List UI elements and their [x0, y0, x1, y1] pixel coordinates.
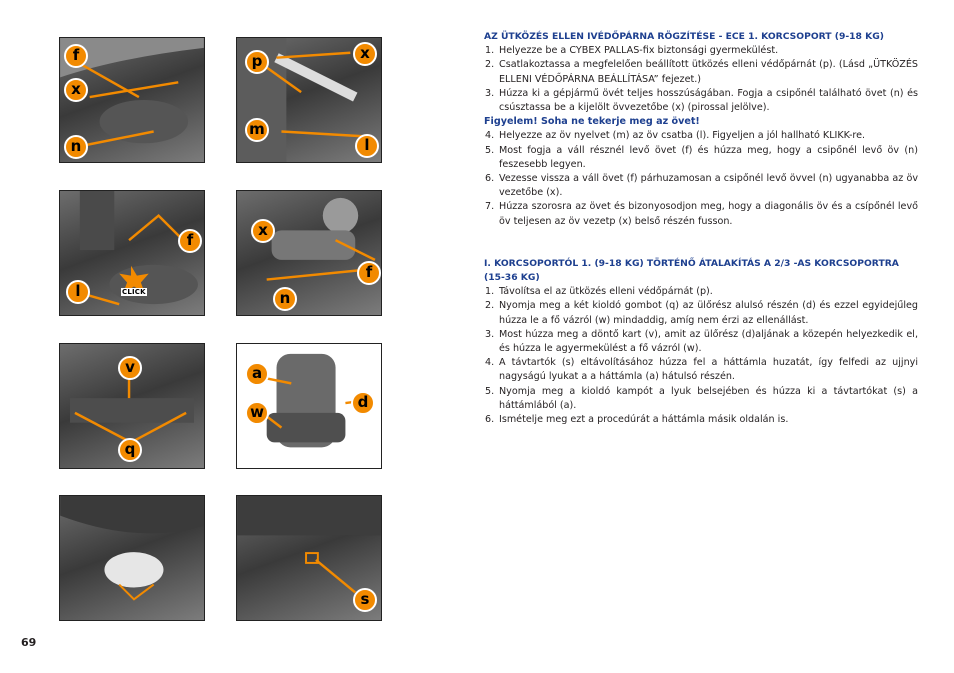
step-item: 3.Húzza ki a gépjármű övét teljes hosszú…: [485, 87, 918, 114]
step-item: 2.Nyomja meg a két kioldó gombot (q) az …: [485, 300, 918, 326]
label-p: p: [245, 50, 269, 74]
label-x: x: [251, 219, 275, 243]
figure-3-click: f l CLICK: [59, 190, 205, 316]
step-item: 4.Helyezze az öv nyelvet (m) az öv csatb…: [485, 130, 866, 142]
figure-4-shoulder-belt: x f n: [236, 190, 382, 316]
label-a: a: [245, 362, 269, 386]
label-s: s: [353, 588, 377, 612]
label-q: q: [118, 438, 142, 462]
label-f: f: [64, 44, 88, 68]
step-item: 5.Nyomja meg a kioldó kampót a lyuk bels…: [485, 385, 918, 411]
label-v: v: [118, 356, 142, 380]
section-1-steps-a: 1.Helyezze be a CYBEX PALLAS-fix biztons…: [484, 44, 918, 115]
figure-8-illustration: [237, 496, 381, 594]
figure-6-illustration: [263, 353, 361, 448]
label-m: m: [245, 118, 269, 142]
label-x: x: [64, 78, 88, 102]
step-item: 4.A távtartók (s) eltávolításához húzza …: [485, 357, 918, 383]
step-item: 3.Most húzza meg a döntő kart (v), amit …: [485, 328, 918, 355]
figure-7-backrest-cover: [59, 495, 205, 621]
step-item: 6.Ismételje meg ezt a procedúrát a háttá…: [485, 414, 789, 426]
figure-1-belt-routing: f x n: [59, 37, 205, 163]
label-f: f: [178, 229, 202, 253]
step-item: 1.Távolítsa el az ütközés elleni védőpár…: [485, 286, 713, 298]
label-n: n: [64, 135, 88, 159]
figure-5-illustration: [70, 378, 194, 444]
figure-1-illustration: [60, 38, 204, 148]
section-1-steps-b: 4.Helyezze az öv nyelvet (m) az öv csatb…: [484, 129, 918, 228]
label-w: w: [245, 401, 269, 425]
label-l: l: [355, 134, 379, 158]
label-d: d: [351, 391, 375, 415]
section-2-steps: 1.Távolítsa el az ütközés elleni védőpár…: [484, 285, 918, 427]
figure-4-illustration: [266, 197, 376, 281]
figure-5-release-buttons: v q: [59, 343, 205, 469]
figure-2-buckle: p x m l: [236, 37, 382, 163]
step-item: 1.Helyezze be a CYBEX PALLAS-fix biztons…: [485, 45, 779, 57]
section-2-heading: I. KORCSOPORTÓL 1. (9-18 KG) TÖRTÉNŐ ÁTA…: [484, 257, 899, 284]
step-item: 7.Húzza szorosra az övet és bizonyosodjo…: [485, 201, 918, 227]
label-n: n: [273, 287, 297, 311]
click-label: CLICK: [121, 288, 147, 296]
label-x: x: [353, 42, 377, 66]
step-item: 6.Vezesse vissza a váll övet (f) párhuza…: [485, 173, 918, 199]
warning-text: Figyelem! Soha ne tekerje meg az övet!: [484, 116, 700, 128]
page-number: 69: [21, 636, 37, 649]
label-f: f: [357, 261, 381, 285]
figure-6-seat-frame: a w d: [236, 343, 382, 469]
instruction-text: AZ ÜTKÖZÉS ELLEN IVÉDŐPÁRNA RÖGZÍTÉSE - …: [484, 30, 918, 427]
step-item: 5.Most fogja a váll résznél levő övet (f…: [485, 144, 918, 170]
figure-7-illustration: [60, 496, 204, 601]
label-l: l: [66, 280, 90, 304]
section-1-heading: AZ ÜTKÖZÉS ELLEN IVÉDŐPÁRNA RÖGZÍTÉSE - …: [484, 31, 885, 42]
step-item: 2.Csatlakoztassa a megfelelően beállítot…: [485, 59, 918, 85]
figure-8-spacers: s: [236, 495, 382, 621]
